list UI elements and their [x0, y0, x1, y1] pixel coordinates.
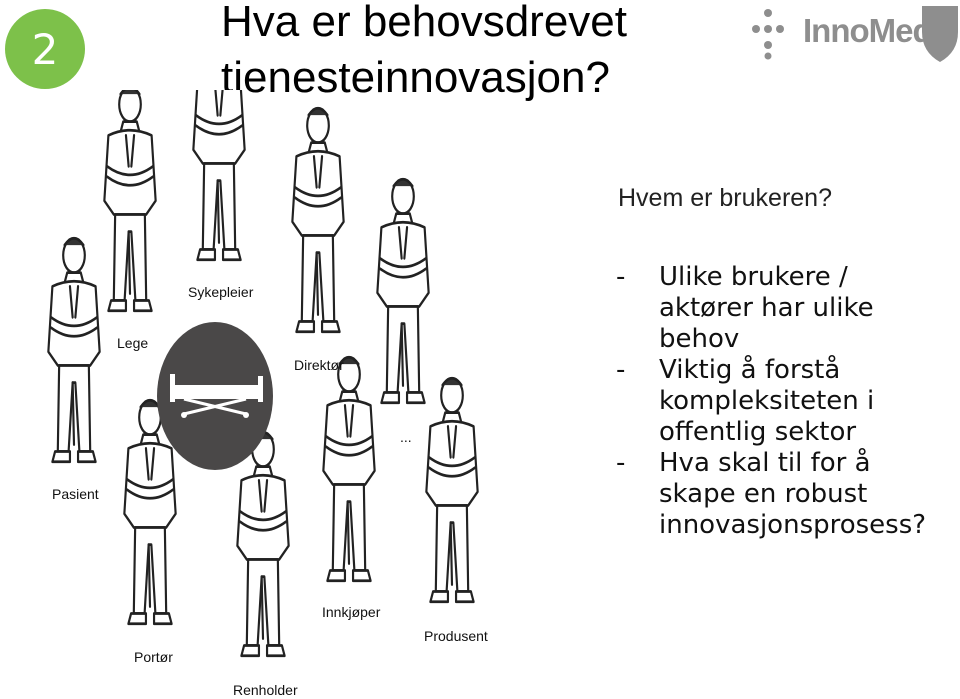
- slide-number: 2: [31, 24, 59, 74]
- bullet-line: Viktig å forstå: [659, 355, 841, 385]
- person-figure-pasient: [46, 236, 102, 464]
- bullet-line: behov: [659, 324, 740, 354]
- title-line-1: Hva er behovsdrevet: [221, 0, 627, 46]
- role-label: Innkjøper: [322, 604, 381, 620]
- page-title: Hva er behovsdrevet tjenesteinnovasjon?: [221, 0, 627, 106]
- role-label: ...: [400, 429, 412, 445]
- bullet-line: skape en robust: [659, 479, 868, 509]
- bullet-item: - Hva skal til for å skape en robust inn…: [616, 448, 959, 541]
- person-figure-renholder: [235, 430, 291, 658]
- bullet-line: aktører har ulike: [659, 293, 874, 323]
- person-figure-sykepleier: [191, 90, 247, 262]
- person-figure-direktør: [290, 106, 346, 334]
- logo-dots-icon: [752, 6, 958, 62]
- role-label: Pasient: [52, 486, 99, 502]
- innomed-logo: InnoMed: [748, 4, 960, 64]
- bullet-list: - Ulike brukere / aktører har ulike beho…: [616, 262, 959, 541]
- role-label: Sykepleier: [188, 284, 254, 300]
- bullet-line: kompleksiteten i: [659, 386, 875, 416]
- bullet-line: offentlig sektor: [659, 417, 857, 447]
- bullet-item: - Viktig å forstå kompleksiteten i offen…: [616, 355, 959, 448]
- logo-text: InnoMed: [803, 12, 933, 49]
- bullet-line: Hva skal til for å: [659, 448, 871, 478]
- person-figure-more: [375, 177, 431, 405]
- bullet-line: innovasjonsprosess?: [659, 510, 927, 540]
- diagram-figures: [46, 90, 480, 658]
- role-label: Direktør: [294, 357, 344, 373]
- hospital-bed-icon: [157, 322, 273, 470]
- role-label: Renholder: [233, 682, 298, 698]
- subheading: Hvem er brukeren?: [618, 184, 832, 212]
- user-roles-diagram: Pasient Lege Sykepleier Direktør ... Pro…: [0, 90, 600, 699]
- slide-number-badge: 2: [5, 9, 85, 89]
- bullet-dash: -: [616, 448, 626, 478]
- person-figure-produsent: [424, 376, 480, 604]
- bullet-line: Ulike brukere /: [659, 262, 848, 292]
- person-figure-lege: [102, 90, 158, 313]
- role-label: Produsent: [424, 628, 488, 644]
- bullet-item: - Ulike brukere / aktører har ulike beho…: [616, 262, 959, 355]
- role-label: Portør: [134, 649, 173, 665]
- title-line-2: tjenesteinnovasjon?: [221, 53, 610, 102]
- bullet-dash: -: [616, 355, 626, 385]
- bullet-dash: -: [616, 262, 626, 292]
- person-figure-innkjøper: [321, 355, 377, 583]
- role-label: Lege: [117, 335, 149, 351]
